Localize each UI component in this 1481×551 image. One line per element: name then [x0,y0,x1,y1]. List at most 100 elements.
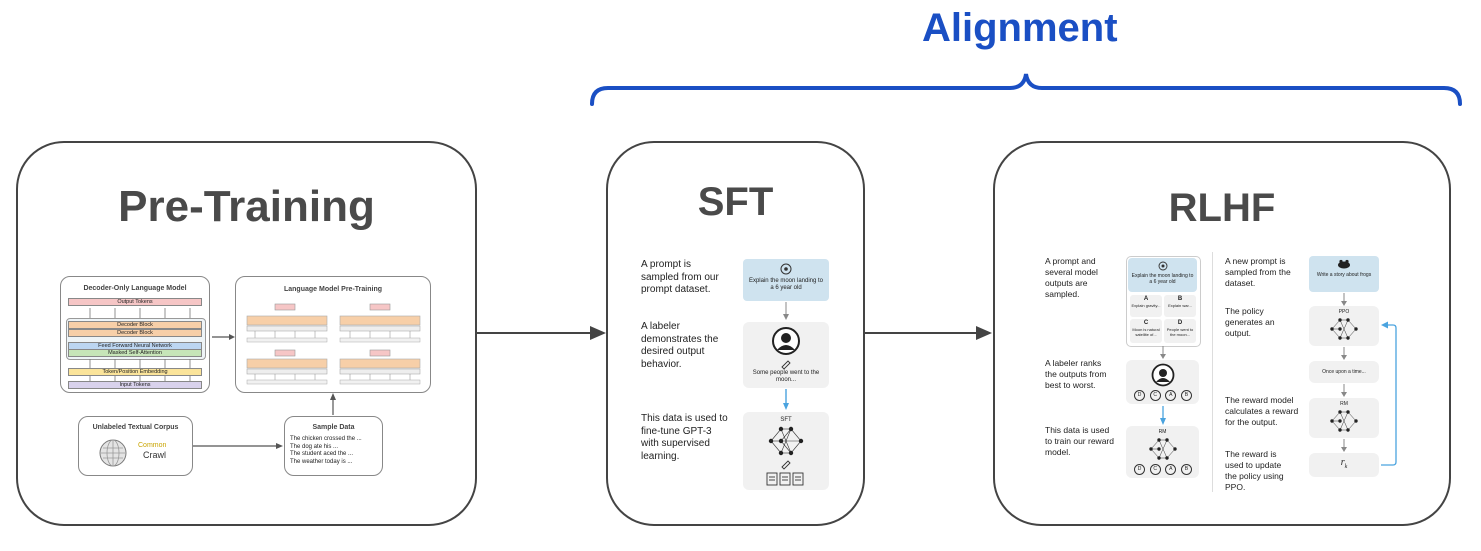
rlhf-ppo-card [1309,306,1379,346]
option-text: Moon is natural satellite of... [1132,327,1160,337]
sample-line: The dog ate his ... [290,443,339,450]
rlhf-new-prompt-text: Write a story about frogs [1316,272,1372,278]
rlhf-right-step4: The reward is used to update the policy … [1225,449,1284,492]
output-option-b: B Explain war... [1164,295,1196,317]
rlhf-title: RLHF [1168,186,1276,230]
rlhf-left-step2: A labeler ranks the outputs from best to… [1045,358,1107,390]
rlhf-arrow-1 [1160,346,1166,359]
sample-to-lm-arrow [330,393,336,415]
rlhf-left-step1: A prompt and several model outputs are s… [1045,256,1098,299]
output-option-a: A Explain gravity... [1130,295,1162,317]
rlhf-right-step1: A new prompt is sampled from the dataset… [1225,256,1291,288]
ranking-row: D C A B [1134,389,1192,401]
decoder-block-2: Decoder Block [68,329,202,337]
rlhf-prompt-icon [1158,261,1168,271]
rlhf-reward-card [1309,453,1379,477]
ppo-feedback-loop [1381,321,1397,466]
common-crawl-common: Common [138,442,167,449]
corpus-box [78,416,193,476]
rlhf-rm2-card [1309,398,1379,438]
sft-title: SFT [697,180,774,224]
rm-ranking-row: D C A B [1134,463,1192,475]
rlhf-output-card [1309,361,1379,383]
reward-symbol: rk [1309,457,1379,470]
ppo-label: PPO [1338,309,1350,315]
corpus-to-sample-arrow [193,443,283,449]
attention-strip: Masked Self-Attention [68,349,202,357]
option-letter: D [1177,320,1183,326]
pencil-icon-2 [781,460,791,470]
decoder-model-title: Decoder-Only Language Model [83,285,187,292]
document-icons [766,472,804,486]
rank-badge: B [1180,389,1192,401]
option-letter: C [1143,320,1149,326]
rm-network-icon [1149,438,1177,460]
rm-label: RM [1158,429,1167,435]
input-tokens-strip: Input Tokens [68,381,202,389]
pretraining-title: Pre-Training [118,182,375,231]
prompt-icon [780,263,792,275]
rlhf-arrow-2 [1160,406,1166,425]
rlhf-arrow-6 [1341,439,1347,452]
alignment-title: Alignment [922,6,1118,50]
rlhf-arrow-3 [1341,293,1347,306]
sample-line: The weather today is ... [290,458,353,465]
lm-pretraining-graphic [246,303,421,385]
sample-data-title: Sample Data [312,424,355,431]
sft-step3-text: This data is used to fine-tune GPT-3 wit… [641,413,728,462]
reward-r: r [1340,457,1345,468]
rm2-label: RM [1340,401,1348,407]
pencil-icon [781,360,791,370]
rlhf-arrow-4 [1341,347,1347,360]
option-text: Explain war... [1168,303,1192,308]
sample-line: The chicken crossed the ... [290,436,362,442]
rlhf-labeler-avatar-icon [1151,363,1175,387]
lm-pretraining-title: Language Model Pre-Training [283,286,382,293]
sample-data-lines: The chicken crossed the ... The dog ate … [290,436,382,466]
rank-badge: D [1134,463,1145,475]
sft-model-label: SFT [780,417,792,423]
rank-badge: A [1165,463,1177,475]
decoder-to-lm-arrow [212,334,235,340]
rank-badge: D [1134,389,1145,401]
rlhf-output-text: Once upon a time... [1322,369,1366,375]
labeler-avatar-icon [772,327,800,355]
sft-prompt-text: Explain the moon landing to a 6 year old [748,278,824,291]
reward-subscript: k [1344,464,1348,470]
rlhf-divider [1212,252,1213,492]
option-letter: B [1177,296,1183,302]
sft-prompt-card [743,259,829,301]
rlhf-prompt-card [1128,258,1197,292]
wikipedia-globe-icon [99,439,127,467]
embedding-strip: Token/Position Embedding [68,368,202,376]
neural-network-icon [768,426,804,456]
sft-arrow-1 [783,302,789,320]
output-option-d: D People went to the moon... [1164,319,1196,343]
rank-badge: C [1149,389,1161,401]
rlhf-arrow-5 [1341,384,1347,397]
option-letter: A [1143,296,1149,302]
ppo-network-icon [1330,318,1358,340]
rank-badge: A [1165,389,1177,401]
rank-badge: B [1180,463,1192,475]
frog-icon [1338,259,1350,269]
sample-line: The student aced the ... [290,451,354,457]
output-tokens-strip: Output Tokens [68,298,202,306]
decoder-block-1: Decoder Block [68,321,202,329]
rlhf-right-step3: The reward model calculates a reward for… [1225,395,1299,427]
rlhf-left-step3: This data is used to train our reward mo… [1045,425,1114,457]
decoder-arrows [89,308,191,381]
corpus-title: Unlabeled Textual Corpus [92,424,179,431]
rm2-network-icon [1330,410,1358,432]
output-option-c: C Moon is natural satellite of... [1130,319,1162,343]
alignment-brace [590,73,1462,106]
common-crawl-crawl: Crawl [143,450,167,460]
sft-demo-text: Some people went to the moon... [752,370,820,383]
sample-data-box [284,416,383,476]
rlhf-right-step2: The policy generates an output. [1225,306,1275,338]
sft-step1-text: A prompt is sampled from our prompt data… [641,259,719,295]
sft-step2-text: A labeler demonstrates the desired outpu… [641,321,719,370]
sft-arrow-2 [783,389,789,410]
rlhf-prompt-text: Explain the moon landing to a 6 year old [1131,273,1194,285]
